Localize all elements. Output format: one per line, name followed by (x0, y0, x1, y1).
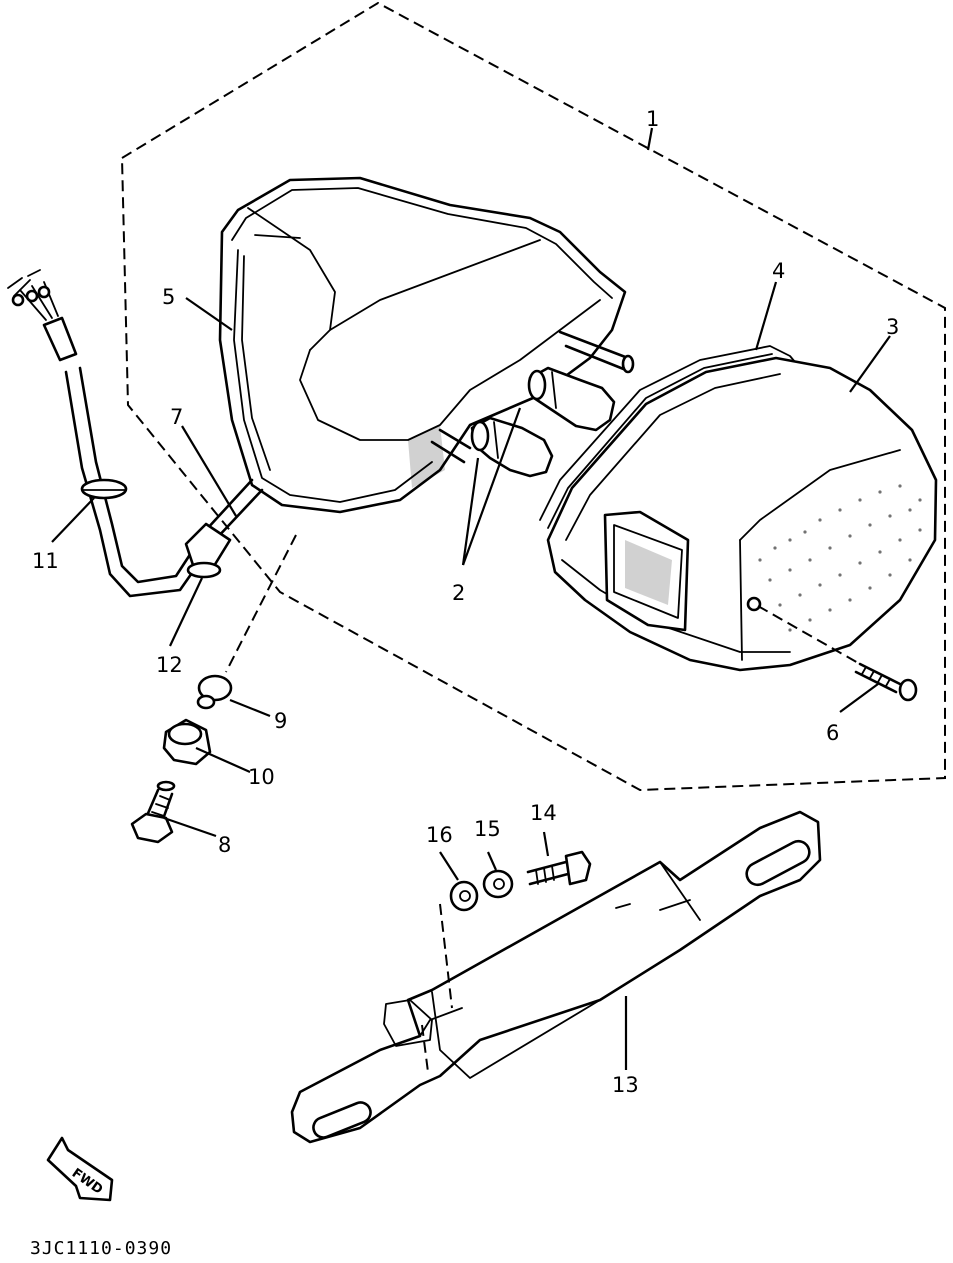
callout-4: 4 (772, 259, 785, 283)
callout-9: 9 (274, 709, 287, 733)
tail-light-housing (218, 176, 635, 514)
callout-14: 14 (530, 801, 557, 825)
install-line (225, 534, 297, 673)
lens-gasket (539, 345, 801, 529)
bolt-8 (130, 780, 176, 844)
bulb-lower (470, 416, 554, 478)
callout-16: 16 (426, 823, 453, 847)
lens-screw (757, 605, 918, 702)
callout-3: 3 (886, 315, 899, 339)
fwd-arrow-icon: FWD (46, 1136, 114, 1202)
damper-10 (162, 718, 212, 766)
assembly-boundary (120, 1, 946, 792)
install-line-16 (439, 903, 453, 1009)
callout-2: 2 (452, 581, 465, 605)
callout-8: 8 (218, 833, 231, 857)
bulb-upper (527, 366, 616, 432)
callout-11: 11 (32, 549, 59, 573)
washer-15 (482, 869, 514, 899)
callout-5: 5 (162, 285, 175, 309)
callout-6: 6 (826, 721, 839, 745)
bolt-14 (526, 850, 592, 886)
collar-9 (196, 674, 233, 710)
callouts: 1 2 3 4 5 6 7 8 9 10 11 12 13 14 15 16 (32, 107, 899, 1097)
leader-lines (51, 127, 891, 1070)
callout-7: 7 (170, 405, 183, 429)
wire-harness (7, 269, 264, 598)
nut-16 (449, 880, 479, 912)
install-line-13 (421, 1024, 429, 1073)
callout-1: 1 (646, 107, 659, 131)
callout-10: 10 (248, 765, 275, 789)
callout-13: 13 (612, 1073, 639, 1097)
diagram-code: 3JC1110-0390 (30, 1238, 172, 1259)
callout-15: 15 (474, 817, 501, 841)
license-bracket (290, 810, 822, 1144)
callout-12: 12 (156, 653, 183, 677)
tail-light-lens (546, 356, 938, 672)
